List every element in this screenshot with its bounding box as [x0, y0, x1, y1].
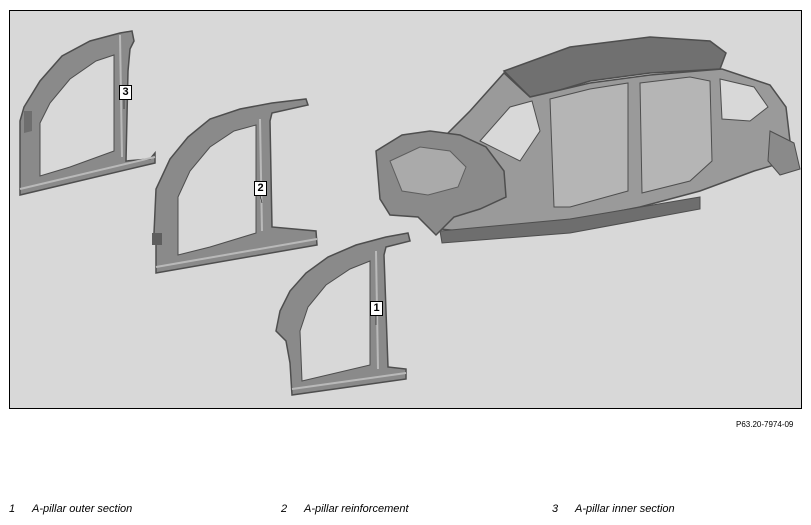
callout-3: 3 — [119, 85, 132, 100]
diagram-figure: 3 2 1 — [9, 10, 802, 409]
vehicle-body-shell — [375, 36, 801, 244]
a-pillar-reinforcement-part — [152, 98, 318, 274]
legend-label: A-pillar reinforcement — [304, 503, 409, 515]
legend: 1 A-pillar outer section 2 A-pillar reinfo… — [0, 503, 811, 519]
legend-item-3: 3 A-pillar inner section — [552, 503, 675, 515]
legend-item-2: 2 A-pillar reinforcement — [281, 503, 409, 515]
a-pillar-inner-section-part — [19, 30, 156, 196]
legend-number: 2 — [281, 503, 288, 515]
callout-2: 2 — [254, 181, 267, 196]
figure-reference-code: P63.20-7974-09 — [736, 420, 794, 429]
callout-1: 1 — [370, 301, 383, 316]
legend-number: 3 — [552, 503, 559, 515]
legend-label: A-pillar outer section — [32, 503, 133, 515]
a-pillar-outer-section-part — [275, 232, 411, 396]
callout-2-leader — [259, 194, 263, 204]
legend-number: 1 — [9, 503, 16, 515]
legend-label: A-pillar inner section — [575, 503, 675, 515]
diagram-canvas — [10, 11, 801, 408]
legend-item-1: 1 A-pillar outer section — [9, 503, 132, 515]
